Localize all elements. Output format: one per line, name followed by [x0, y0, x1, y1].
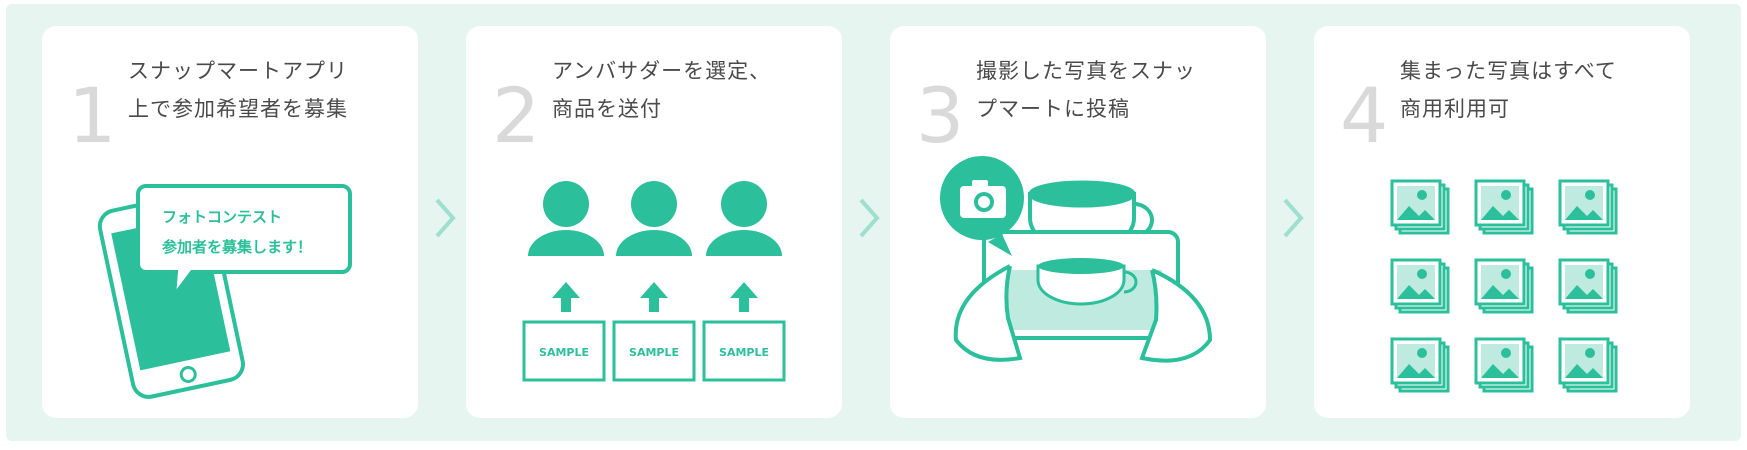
photo-stack-icon — [1474, 179, 1534, 235]
step-card-3: 3 撮影した写真をスナッ プマートに投稿 — [890, 26, 1266, 418]
person-icon — [706, 181, 782, 256]
step-card-2: 2 アンバサダーを選定、 商品を送付 SAMPLE — [466, 26, 842, 418]
photo-stack-icon — [1390, 179, 1450, 235]
photo-stack-icon — [1474, 258, 1534, 314]
photo-stack-icon — [1390, 258, 1450, 314]
step-description-line-2: 商用利用可 — [1400, 97, 1510, 121]
step-description-line-1: 集まった写真はすべて — [1400, 59, 1617, 83]
chevron-right-icon — [435, 198, 456, 238]
hands — [953, 264, 1213, 363]
step-description: スナップマートアプリ 上で参加希望者を募集 — [128, 52, 408, 128]
step-number: 1 — [68, 71, 117, 160]
smartphone-contest-illustration: フォトコンテスト 参加者を募集します！ — [97, 184, 352, 399]
sample-label: SAMPLE — [629, 346, 679, 359]
step-description-line-1: 撮影した写真をスナッ — [976, 59, 1196, 83]
photo-stack-icon — [1558, 337, 1618, 393]
step-description: アンバサダーを選定、 商品を送付 — [552, 52, 832, 128]
ambassador-1: SAMPLE — [522, 181, 606, 382]
sample-label: SAMPLE — [719, 346, 769, 359]
bubble-text-line-2: 参加者を募集します！ — [162, 238, 312, 256]
step-description-line-2: 上で参加希望者を募集 — [128, 97, 348, 121]
photo-stack-icon — [1558, 258, 1618, 314]
speech-bubble-icon: フォトコンテスト 参加者を募集します！ — [136, 184, 352, 303]
ambassador-shipping-illustration: SAMPLE SAMPLE — [522, 181, 786, 382]
step-description-line-1: アンバサダーを選定、 — [552, 59, 772, 83]
photo-grid-illustration — [1390, 179, 1618, 393]
step-number: 3 — [916, 71, 965, 160]
package-icon: SAMPLE — [702, 320, 786, 382]
arrow-up-icon — [730, 282, 758, 312]
package-icon: SAMPLE — [612, 320, 696, 382]
chevron-right-icon — [1283, 198, 1304, 238]
step-number: 2 — [492, 71, 541, 160]
step-description-line-2: プマートに投稿 — [976, 97, 1130, 121]
person-icon — [616, 181, 692, 256]
step-number: 4 — [1340, 71, 1389, 160]
arrow-up-icon — [552, 282, 580, 312]
step-description-line-2: 商品を送付 — [552, 97, 662, 121]
photo-posting-illustration — [940, 156, 1213, 363]
ambassador-2: SAMPLE — [612, 181, 696, 382]
step-description: 撮影した写真をスナッ プマートに投稿 — [976, 52, 1256, 128]
ambassador-3: SAMPLE — [702, 181, 786, 382]
arrow-up-icon — [640, 282, 668, 312]
step-description: 集まった写真はすべて 商用利用可 — [1400, 52, 1680, 128]
chevron-right-icon — [859, 198, 880, 238]
step-card-4: 4 集まった写真はすべて 商用利用可 — [1314, 26, 1690, 418]
photo-stack-icon — [1474, 337, 1534, 393]
camera-icon — [940, 156, 1024, 256]
smartphone-screen — [982, 230, 1180, 340]
photo-stack-icon — [1558, 179, 1618, 235]
step-description-line-1: スナップマートアプリ — [128, 59, 348, 83]
sample-label: SAMPLE — [539, 346, 589, 359]
person-icon — [528, 181, 604, 256]
photo-stack-icon — [1390, 337, 1450, 393]
package-icon: SAMPLE — [522, 320, 606, 382]
step-card-1: 1 スナップマートアプリ 上で参加希望者を募集 フォトコンテスト 参加者を募集し… — [42, 26, 418, 418]
bubble-text-line-1: フォトコンテスト — [162, 208, 282, 226]
